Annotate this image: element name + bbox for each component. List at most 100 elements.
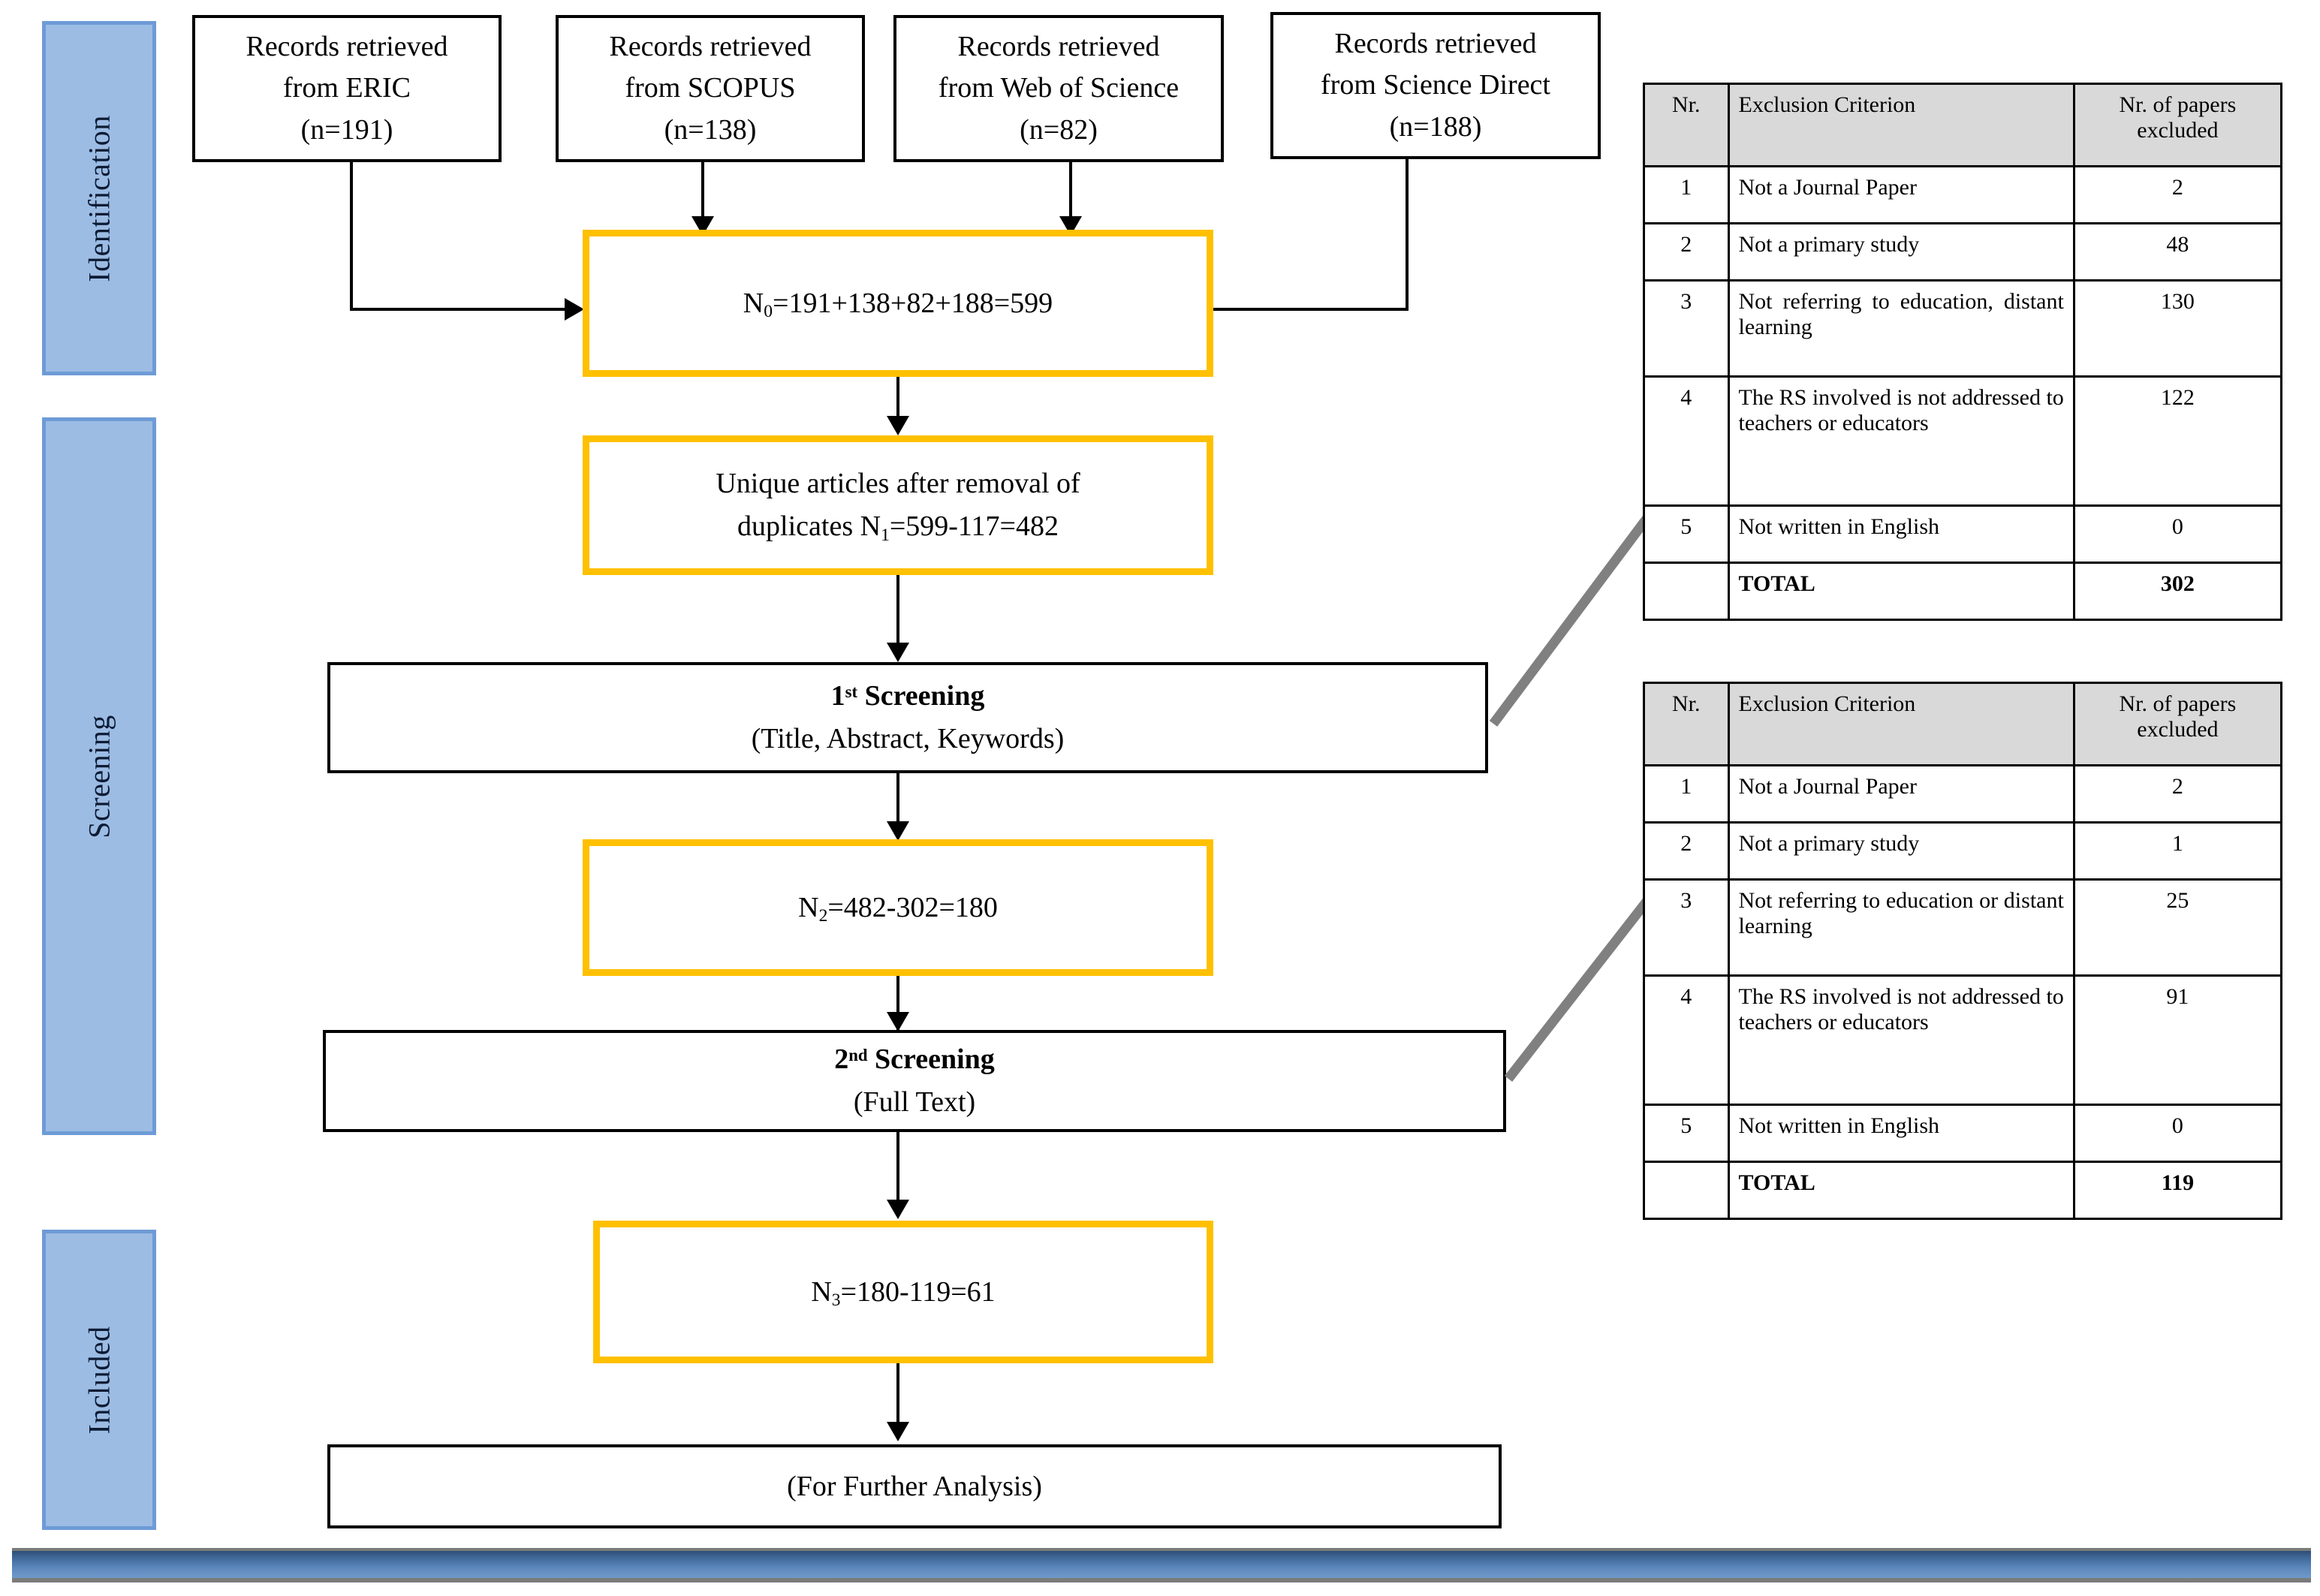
stage-rail-included: Included	[42, 1230, 156, 1530]
cell-nr: 1	[1643, 165, 1730, 224]
th-count: Nr. of papers excluded	[2072, 682, 2283, 766]
flow-box-second-screening: 2nd Screening (Full Text)	[323, 1030, 1506, 1132]
table-row: 1 Not a Journal Paper 2	[1643, 165, 2283, 224]
th-nr: Nr.	[1643, 682, 1730, 766]
cell-nr: 5	[1643, 1104, 1730, 1163]
flow-box-n0-total-records: N0=191+138+82+188=599	[583, 230, 1213, 377]
further-analysis-label: (For Further Analysis)	[787, 1470, 1042, 1502]
stage-label-included: Included	[82, 1326, 116, 1434]
source-box-science-direct: Records retrieved from Science Direct (n…	[1270, 12, 1601, 159]
stage-rail-screening: Screening	[42, 417, 156, 1135]
source-box-scopus: Records retrieved from SCOPUS (n=138)	[556, 15, 865, 162]
source-box-eric: Records retrieved from ERIC (n=191)	[192, 15, 502, 162]
th-criterion: Exclusion Criterion	[1727, 682, 2075, 766]
connector-n0-to-dedup-arrowhead	[887, 416, 909, 435]
connector-screening2-to-n3-arrowhead	[887, 1200, 909, 1219]
cell-count: 2	[2072, 165, 2283, 224]
connector-eric-arrowhead	[565, 298, 584, 321]
connector-scopus-vertical	[701, 162, 704, 221]
flow-box-first-screening: 1st Screening (Title, Abstract, Keywords…	[327, 662, 1488, 773]
connector-n2-to-screening2-arrowhead	[887, 1012, 909, 1031]
connector-eric-horizontal	[350, 308, 571, 311]
cell-nr: 5	[1643, 504, 1730, 564]
cell-nr	[1643, 562, 1730, 621]
cell-criterion: Not written in English	[1727, 504, 2075, 564]
source-wos-line1: Records retrieved	[957, 31, 1160, 63]
cell-count: 1	[2072, 821, 2283, 881]
flow-box-n2: N2=482-302=180	[583, 839, 1213, 976]
table-header-row: Nr. Exclusion Criterion Nr. of papers ex…	[1643, 83, 2283, 167]
flow-dedup-line1: Unique articles after removal of	[716, 468, 1080, 499]
cell-criterion: Not referring to education, distant lear…	[1727, 279, 2075, 378]
cell-nr: 3	[1643, 279, 1730, 378]
connector-screening1-to-n2	[896, 773, 899, 826]
connector-n3-to-final-arrowhead	[887, 1422, 909, 1441]
cell-total-label: TOTAL	[1727, 562, 2075, 621]
source-eric-count: (n=191)	[300, 113, 393, 146]
table-row: 4 The RS involved is not addressed to te…	[1643, 375, 2283, 507]
connector-screening2-to-n3	[896, 1132, 899, 1204]
connector-n2-to-screening2	[896, 976, 899, 1034]
page-footer-bar	[12, 1548, 2311, 1582]
connector-sd-vertical	[1406, 159, 1409, 309]
second-screening-subtitle: (Full Text)	[853, 1086, 976, 1118]
table-row: 3 Not referring to education, distant le…	[1643, 279, 2283, 378]
cell-total-label: TOTAL	[1727, 1161, 2075, 1220]
exclusion-table-2: Nr. Exclusion Criterion Nr. of papers ex…	[1643, 682, 2283, 1220]
table-row: 3 Not referring to education or distant …	[1643, 878, 2283, 977]
cell-count: 91	[2072, 974, 2283, 1106]
cell-nr: 4	[1643, 974, 1730, 1106]
source-scopus-line1: Records retrieved	[609, 31, 812, 63]
first-screening-subtitle: (Title, Abstract, Keywords)	[751, 723, 1065, 754]
exclusion-table-1: Nr. Exclusion Criterion Nr. of papers ex…	[1643, 83, 2283, 621]
table-total-row: TOTAL 119	[1643, 1161, 2283, 1220]
flow-n2-text: N2=482-302=180	[798, 891, 998, 926]
table-row: 4 The RS involved is not addressed to te…	[1643, 974, 2283, 1106]
connector-eric-vertical	[350, 162, 353, 309]
cell-criterion: Not written in English	[1727, 1104, 2075, 1163]
cell-criterion: The RS involved is not addressed to teac…	[1727, 375, 2075, 507]
cell-nr: 2	[1643, 222, 1730, 282]
th-nr: Nr.	[1643, 83, 1730, 167]
connector-n0-to-dedup	[896, 377, 899, 420]
connector-wos-vertical	[1069, 162, 1072, 221]
source-wos-line2: from Web of Science	[938, 72, 1180, 104]
flow-dedup-line2: duplicates N1=599-117=482	[737, 510, 1059, 545]
connector-dedup-to-screening1	[896, 575, 899, 647]
source-eric-line1: Records retrieved	[246, 31, 448, 63]
source-sd-count: (n=188)	[1389, 110, 1482, 143]
flow-box-n3: N3=180-119=61	[593, 1221, 1213, 1363]
flow-box-further-analysis: (For Further Analysis)	[327, 1444, 1502, 1528]
connector-sd-horizontal	[1207, 308, 1409, 311]
cell-count: 0	[2072, 504, 2283, 564]
source-scopus-count: (n=138)	[664, 113, 757, 146]
cell-criterion: Not a primary study	[1727, 821, 2075, 881]
table-row: 5 Not written in English 0	[1643, 1104, 2283, 1163]
table-row: 5 Not written in English 0	[1643, 504, 2283, 564]
table-row: 2 Not a primary study 1	[1643, 821, 2283, 881]
second-screening-title: 2nd Screening	[834, 1043, 995, 1075]
cell-criterion: Not referring to education or distant le…	[1727, 878, 2075, 977]
cell-criterion: Not a Journal Paper	[1727, 764, 2075, 824]
source-sd-line1: Records retrieved	[1334, 28, 1537, 60]
connector-n3-to-final	[896, 1363, 899, 1426]
cell-criterion: The RS involved is not addressed to teac…	[1727, 974, 2075, 1106]
th-count: Nr. of papers excluded	[2072, 83, 2283, 167]
table-header-row: Nr. Exclusion Criterion Nr. of papers ex…	[1643, 682, 2283, 766]
cell-nr	[1643, 1161, 1730, 1220]
table-row: 2 Not a primary study 48	[1643, 222, 2283, 282]
cell-total-count: 119	[2072, 1161, 2283, 1220]
cell-count: 0	[2072, 1104, 2283, 1163]
connector-dedup-to-screening1-arrowhead	[887, 643, 909, 662]
cell-criterion: Not a primary study	[1727, 222, 2075, 282]
table-total-row: TOTAL 302	[1643, 562, 2283, 621]
cell-criterion: Not a Journal Paper	[1727, 165, 2075, 224]
cell-nr: 4	[1643, 375, 1730, 507]
cell-nr: 3	[1643, 878, 1730, 977]
source-wos-count: (n=82)	[1020, 113, 1098, 146]
source-sd-line2: from Science Direct	[1321, 69, 1550, 101]
cell-total-count: 302	[2072, 562, 2283, 621]
stage-label-identification: Identification	[82, 114, 116, 282]
flow-n0-text: N0=191+138+82+188=599	[743, 287, 1053, 322]
